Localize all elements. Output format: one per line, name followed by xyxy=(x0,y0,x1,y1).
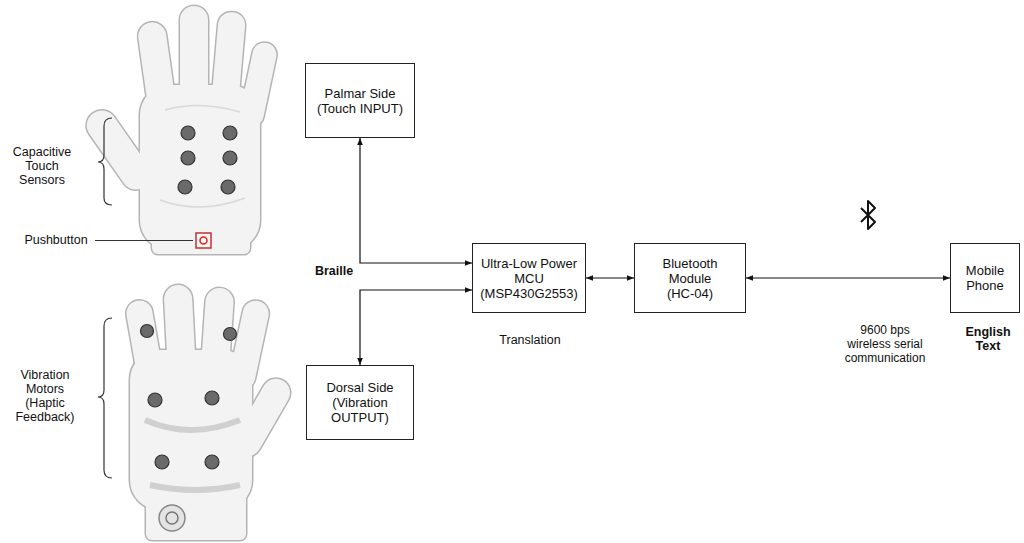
box-label: Palmar Side (Touch INPUT) xyxy=(312,86,408,116)
touch-sensor-dots xyxy=(178,126,237,194)
box-label: Dorsal Side (Vibration OUTPUT) xyxy=(321,380,399,425)
connector-arrow xyxy=(746,277,950,278)
pushbutton-symbol xyxy=(196,233,211,248)
box-label: Ultra-Low Power MCU (MSP430G2553) xyxy=(479,256,579,301)
brackets xyxy=(98,118,112,478)
connector-arrow xyxy=(586,277,634,278)
palmar-glove xyxy=(81,6,279,254)
edge-label: 9600 bps wireless serial communication xyxy=(839,323,931,365)
vibration-motor-dots xyxy=(141,325,237,470)
process-box: Bluetooth Module (HC-04) xyxy=(634,243,746,313)
box-label: Mobile Phone xyxy=(959,263,1011,293)
process-box: Palmar Side (Touch INPUT) xyxy=(305,63,415,138)
process-box: Mobile Phone xyxy=(950,243,1020,313)
connector-arrow xyxy=(360,138,472,263)
annotation-label: English Text xyxy=(958,325,1018,353)
annotation-label: Capacitive Touch Sensors xyxy=(11,145,73,187)
connector-arrow xyxy=(360,290,472,365)
annotation-label: Braille xyxy=(309,264,359,278)
process-box: Dorsal Side (Vibration OUTPUT) xyxy=(306,365,414,440)
leader-line xyxy=(95,240,193,241)
annotation-label: Translation xyxy=(485,333,575,347)
box-label: Bluetooth Module (HC-04) xyxy=(654,256,726,301)
annotation-label: Vibration Motors (Haptic Feedback) xyxy=(8,368,82,424)
dorsal-glove xyxy=(124,284,295,540)
process-box: Ultra-Low Power MCU (MSP430G2553) xyxy=(472,243,586,313)
glove-logo xyxy=(159,505,185,531)
bluetooth-symbol xyxy=(861,201,875,229)
annotation-label: Pushbutton xyxy=(16,233,96,247)
